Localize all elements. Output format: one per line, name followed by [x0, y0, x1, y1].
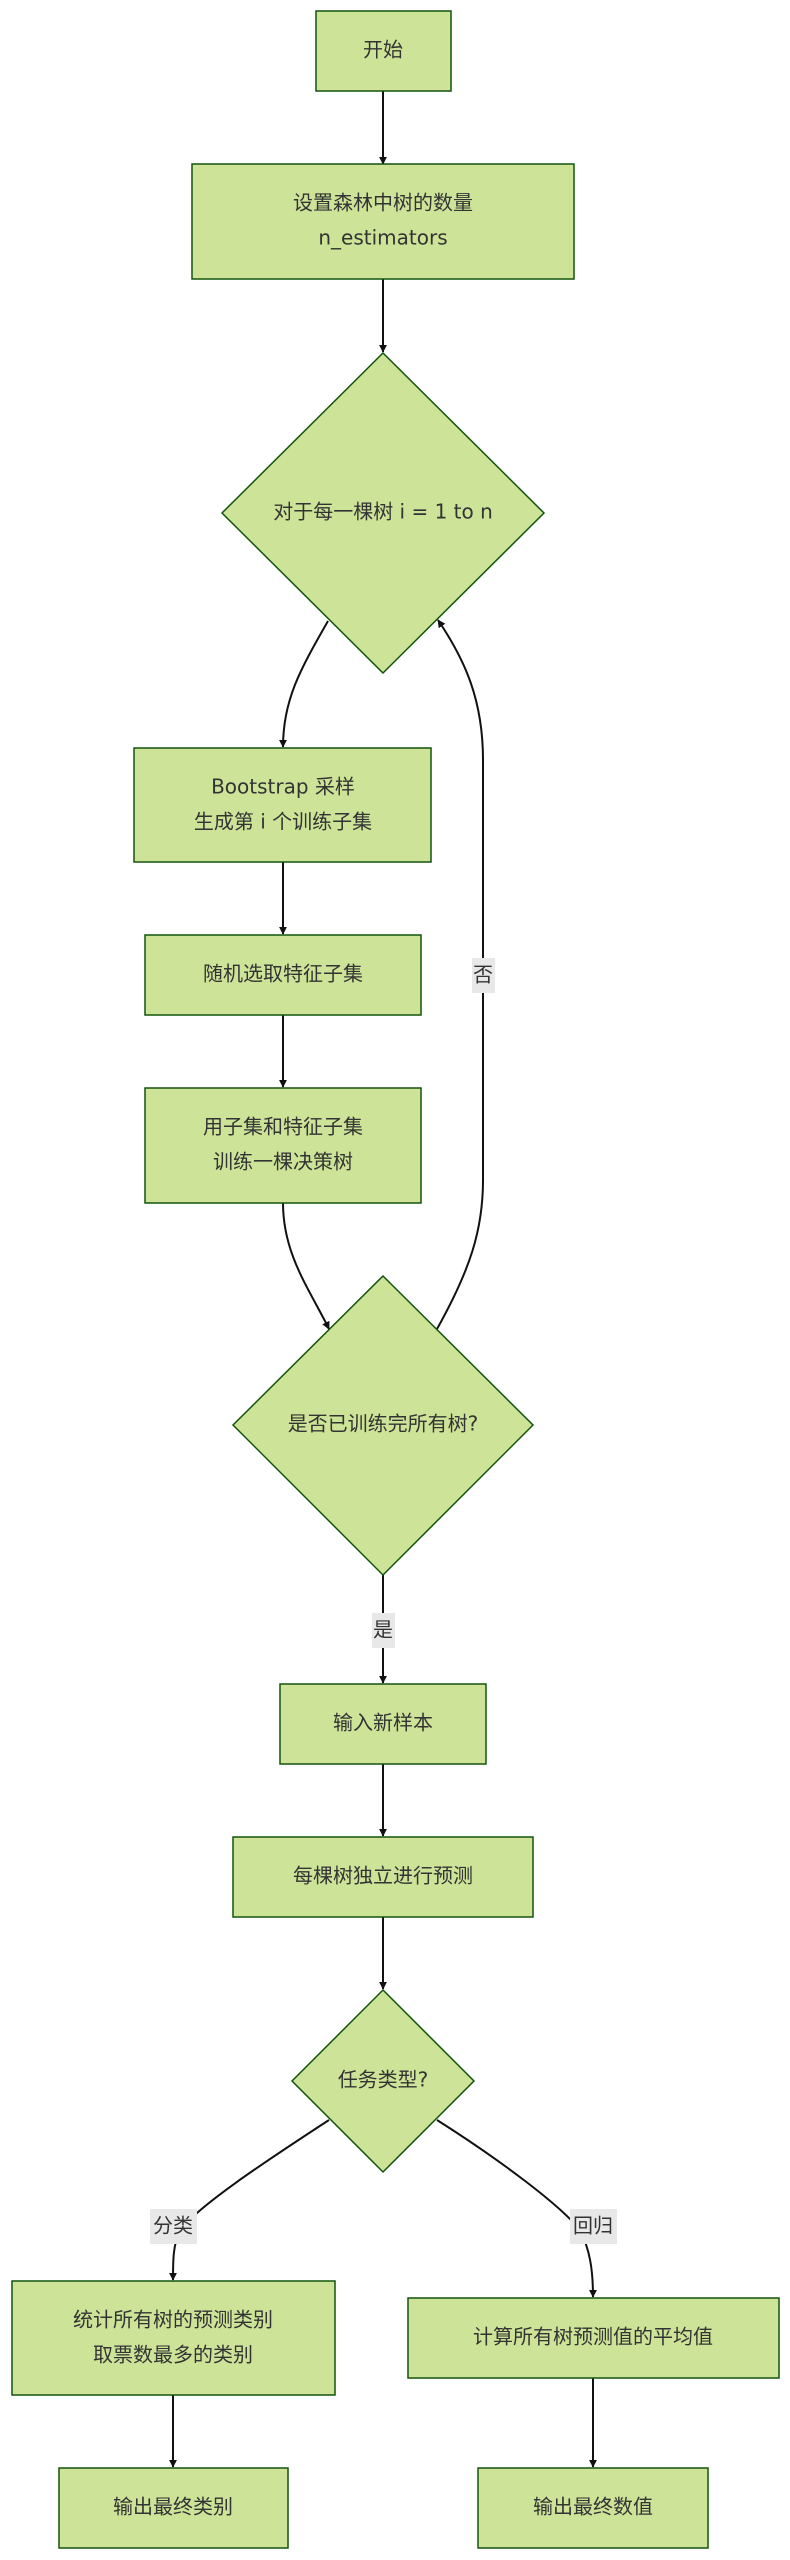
edge-train-tree-to-all-trained [282, 1202, 330, 1330]
node-input-sample: 输入新样本 [279, 1683, 487, 1765]
node-output-value: 输出最终数值 [477, 2467, 709, 2549]
node-set-trees: 设置森林中树的数量 n_estimators [191, 163, 575, 280]
node-all-trained-text: 是否已训练完所有树? [288, 1412, 479, 1436]
node-set-trees-line1: 设置森林中树的数量 [293, 191, 473, 215]
node-output-class: 输出最终类别 [58, 2467, 289, 2549]
node-task-type-text: 任务类型? [338, 2068, 429, 2092]
node-all-trained-decision: 是否已训练完所有树? [231, 1274, 535, 1577]
node-output-class-text: 输出最终类别 [113, 2495, 233, 2519]
edge-label-classification-text: 分类 [153, 2214, 193, 2238]
edge-label-yes: 是 [372, 1613, 395, 1648]
node-mean: 计算所有树预测值的平均值 [407, 2297, 780, 2379]
node-feature-subset-text: 随机选取特征子集 [203, 962, 363, 986]
node-loop-decision: 对于每一棵树 i = 1 to n [220, 351, 546, 675]
edge-task-type-to-vote [169, 2119, 330, 2281]
node-input-sample-text: 输入新样本 [333, 1711, 433, 1735]
node-predict: 每棵树独立进行预测 [232, 1836, 534, 1918]
node-set-trees-line2: n_estimators [318, 226, 447, 250]
node-vote: 统计所有树的预测类别 取票数最多的类别 [11, 2280, 336, 2396]
node-vote-line2: 取票数最多的类别 [93, 2343, 253, 2367]
edge-label-classification: 分类 [150, 2209, 197, 2244]
edge-label-regression: 回归 [570, 2209, 617, 2244]
edge-label-no: 否 [472, 958, 495, 993]
node-mean-text: 计算所有树预测值的平均值 [473, 2325, 713, 2349]
node-train-tree-line2: 训练一棵决策树 [213, 1150, 353, 1174]
node-feature-subset: 随机选取特征子集 [144, 934, 422, 1016]
node-bootstrap: Bootstrap 采样 生成第 i 个训练子集 [133, 747, 432, 863]
node-train-tree: 用子集和特征子集 训练一棵决策树 [144, 1087, 422, 1204]
edge-task-type-to-mean [436, 2119, 597, 2298]
edge-loop-to-bootstrap [279, 620, 329, 748]
edge-label-no-text: 否 [473, 963, 493, 987]
node-task-type-decision: 任务类型? [290, 1988, 476, 2174]
node-start: 开始 [315, 10, 452, 92]
node-start-text: 开始 [363, 38, 403, 62]
edge-label-regression-text: 回归 [573, 2214, 613, 2238]
node-train-tree-line1: 用子集和特征子集 [203, 1115, 363, 1139]
node-bootstrap-line1: Bootstrap 采样 [211, 775, 355, 799]
node-output-value-text: 输出最终数值 [533, 2495, 653, 2519]
node-loop-text: 对于每一棵树 i = 1 to n [273, 500, 493, 524]
node-predict-text: 每棵树独立进行预测 [293, 1864, 473, 1888]
node-vote-line1: 统计所有树的预测类别 [73, 2308, 273, 2332]
node-bootstrap-line2: 生成第 i 个训练子集 [194, 810, 372, 834]
edge-label-yes-text: 是 [373, 1618, 393, 1642]
